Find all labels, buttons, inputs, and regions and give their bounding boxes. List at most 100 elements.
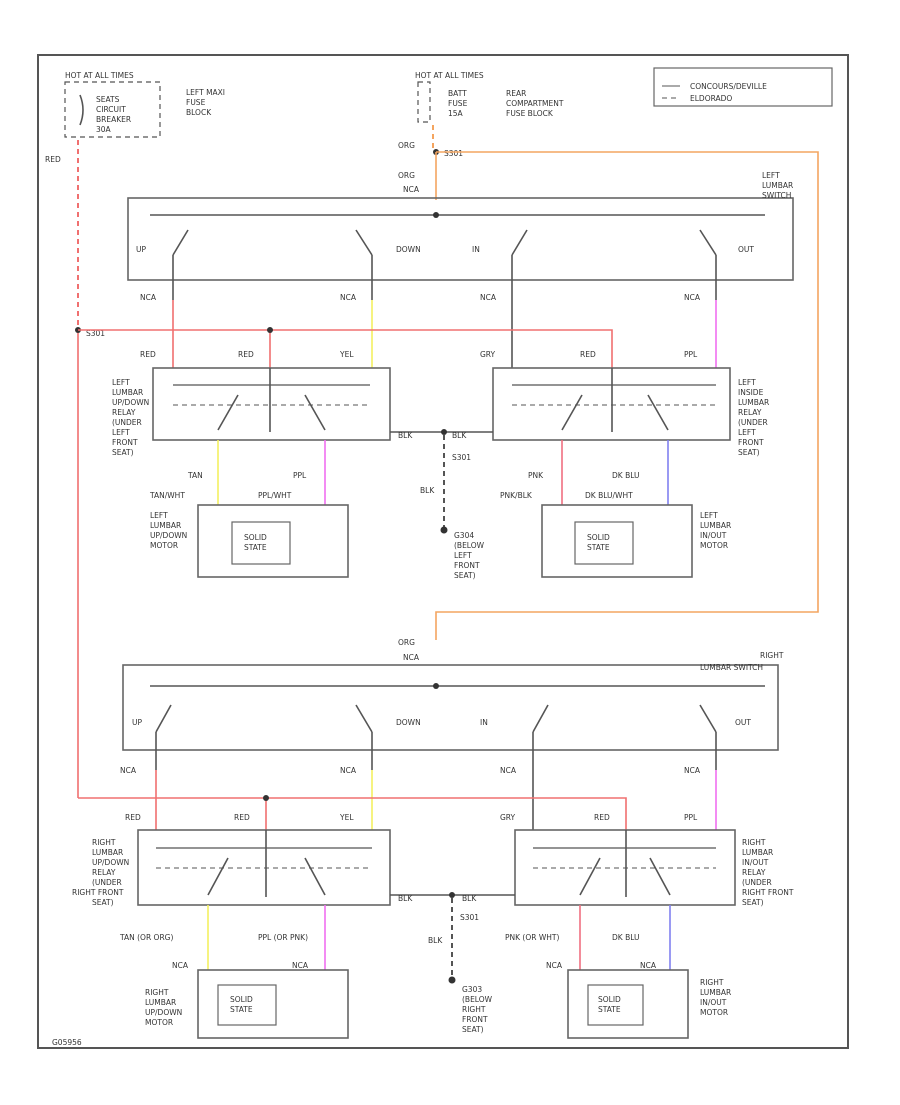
motor-ri-t1: RIGHT xyxy=(700,978,724,987)
g-lo-4: FRONT xyxy=(462,1015,488,1024)
center-fuse-outline xyxy=(417,81,431,123)
blk-upper-l: BLK xyxy=(398,431,413,440)
right-switch-contact-up xyxy=(155,704,172,733)
right-switch-up: UP xyxy=(132,718,142,727)
red-label-u1: RED xyxy=(140,350,156,359)
nca-l3: NCA xyxy=(480,293,497,302)
right-lumbar-inout-relay: RIGHT LUMBAR IN/OUT RELAY (UNDER RIGHT F… xyxy=(514,829,794,907)
relay-ru-box xyxy=(137,829,391,906)
motor-lu-t2: LUMBAR xyxy=(150,521,181,530)
nca-r4: NCA xyxy=(684,766,701,775)
motor-ru-t3: UP/DOWN xyxy=(145,1008,182,1017)
upper-ground: BLK BLK S301 BLK G304 (BELOW LEFT FRONT … xyxy=(390,429,493,580)
right-switch-in: IN xyxy=(480,718,488,727)
relay-lu-box xyxy=(152,367,391,441)
right-switch-contact-in xyxy=(532,704,549,733)
motor-ru-t2: LUMBAR xyxy=(145,998,176,1007)
legend-concours: CONCOURS/DEVILLE xyxy=(690,82,767,91)
motor-ru-t1: RIGHT xyxy=(145,988,169,997)
legend-outline xyxy=(653,67,833,107)
right-lumbar-inout-motor: SOLID STATE RIGHT LUMBAR IN/OUT MOTOR xyxy=(567,969,731,1039)
left-switch-title-3: SWITCH xyxy=(762,191,791,200)
left-lumbar-inout-relay: LEFT INSIDE LUMBAR RELAY (UNDER LEFT FRO… xyxy=(492,367,769,457)
motor-ru-box xyxy=(197,969,349,1039)
red-label-l1: RED xyxy=(125,813,141,822)
legend-box: CONCOURS/DEVILLE ELDORADO xyxy=(653,67,833,107)
red-label-u3: RED xyxy=(580,350,596,359)
ppl-label-upper-motor: PPL xyxy=(293,471,307,480)
motor-ri-state: STATE xyxy=(598,1005,621,1014)
right-switch-outputs: NCA NCA NCA NCA RED RED YEL GRY RED PPL xyxy=(78,766,717,830)
right-lumbar-switch: RIGHT LUMBAR SWITCH UP DOWN IN OUT xyxy=(122,651,784,770)
lower-ground-splice-label: S301 xyxy=(460,913,479,922)
motor-lu-box xyxy=(197,504,349,578)
right-switch-contact-out xyxy=(699,704,717,733)
motor-ri-box xyxy=(567,969,689,1039)
relay-ri-contact-a xyxy=(579,857,601,896)
relay-ru-t4: RELAY xyxy=(92,868,116,877)
center-fuse-15a: 15A xyxy=(448,109,464,118)
relay-lu-t4: RELAY xyxy=(112,408,136,417)
ppl-label-u: PPL xyxy=(684,350,698,359)
right-switch-out: OUT xyxy=(735,718,751,727)
ppl-wht-label: PPL/WHT xyxy=(258,491,292,500)
red-splice-upper-mid xyxy=(267,327,273,333)
right-lumbar-updown-motor: SOLID STATE RIGHT LUMBAR UP/DOWN MOTOR xyxy=(145,969,349,1039)
relay-ru-t5: (UNDER xyxy=(92,878,122,887)
relay-lu-t2: LUMBAR xyxy=(112,388,143,397)
red-feed-label: RED xyxy=(45,155,61,164)
motor-li-t4: MOTOR xyxy=(700,541,728,550)
relay-li-t4: RELAY xyxy=(738,408,762,417)
yel-label-l: YEL xyxy=(339,813,354,822)
red-label-u2: RED xyxy=(238,350,254,359)
nca-m4: NCA xyxy=(640,961,657,970)
relay-ri-t2: LUMBAR xyxy=(742,848,773,857)
relay-lu-t8: SEAT) xyxy=(112,448,134,457)
motor-ri-t2: LUMBAR xyxy=(700,988,731,997)
left-fuse-hot-label: HOT AT ALL TIMES xyxy=(65,71,134,80)
nca-l2: NCA xyxy=(340,293,357,302)
motor-ri-t4: MOTOR xyxy=(700,1008,728,1017)
relay-ru-t1: RIGHT xyxy=(92,838,116,847)
g-lo-5: SEAT) xyxy=(462,1025,484,1034)
left-switch-in: IN xyxy=(472,245,480,254)
left-switch-contact-down xyxy=(355,229,373,256)
center-fuse-hot-label: HOT AT ALL TIMES xyxy=(415,71,484,80)
relay-ri-t4: RELAY xyxy=(742,868,766,877)
relay-li-t5: (UNDER xyxy=(738,418,768,427)
blk-lower-l: BLK xyxy=(398,894,413,903)
upper-ground-point xyxy=(440,526,448,534)
red-label-l2: RED xyxy=(234,813,250,822)
left-switch-contact-up xyxy=(172,229,189,256)
left-switch-out: OUT xyxy=(738,245,754,254)
upper-ground-blk: BLK xyxy=(420,486,435,495)
motor-ri-solid: SOLID xyxy=(598,995,621,1004)
motor-li-state: STATE xyxy=(587,543,610,552)
motor-lu-t4: MOTOR xyxy=(150,541,178,550)
relay-li-t3: LUMBAR xyxy=(738,398,769,407)
relay-ri-contact-b xyxy=(649,857,671,896)
right-switch-down: DOWN xyxy=(396,718,421,727)
motor-ru-t4: MOTOR xyxy=(145,1018,173,1027)
left-maxi-fuse: FUSE xyxy=(186,98,206,107)
nca-r1: NCA xyxy=(120,766,137,775)
motor-li-t3: IN/OUT xyxy=(700,531,727,540)
g-up-1: G304 xyxy=(454,531,474,540)
right-switch-bus-dot xyxy=(433,683,439,689)
pnk-blk-label: PNK/BLK xyxy=(500,491,533,500)
center-fuse-batt: BATT xyxy=(448,89,467,98)
left-fuse-block: HOT AT ALL TIMES SEATS CIRCUIT BREAKER 3… xyxy=(64,71,225,138)
center-fuse-block-label: FUSE BLOCK xyxy=(506,109,554,118)
motor-lu-solid: SOLID xyxy=(244,533,267,542)
lower-ground: BLK BLK S301 BLK G303 (BELOW RIGHT FRONT… xyxy=(390,892,515,1034)
relay-ri-t1: RIGHT xyxy=(742,838,766,847)
nca-label-right-switch: NCA xyxy=(403,653,420,662)
left-switch-title-1: LEFT xyxy=(762,171,780,180)
center-fuse-rear: REAR xyxy=(506,89,526,98)
org-label-left-switch: ORG xyxy=(398,171,415,180)
relay-lu-t1: LEFT xyxy=(112,378,130,387)
nca-m3: NCA xyxy=(546,961,563,970)
right-switch-box xyxy=(122,664,779,751)
motor-ru-state: STATE xyxy=(230,1005,253,1014)
splice-s301-upper: S301 xyxy=(86,329,105,338)
